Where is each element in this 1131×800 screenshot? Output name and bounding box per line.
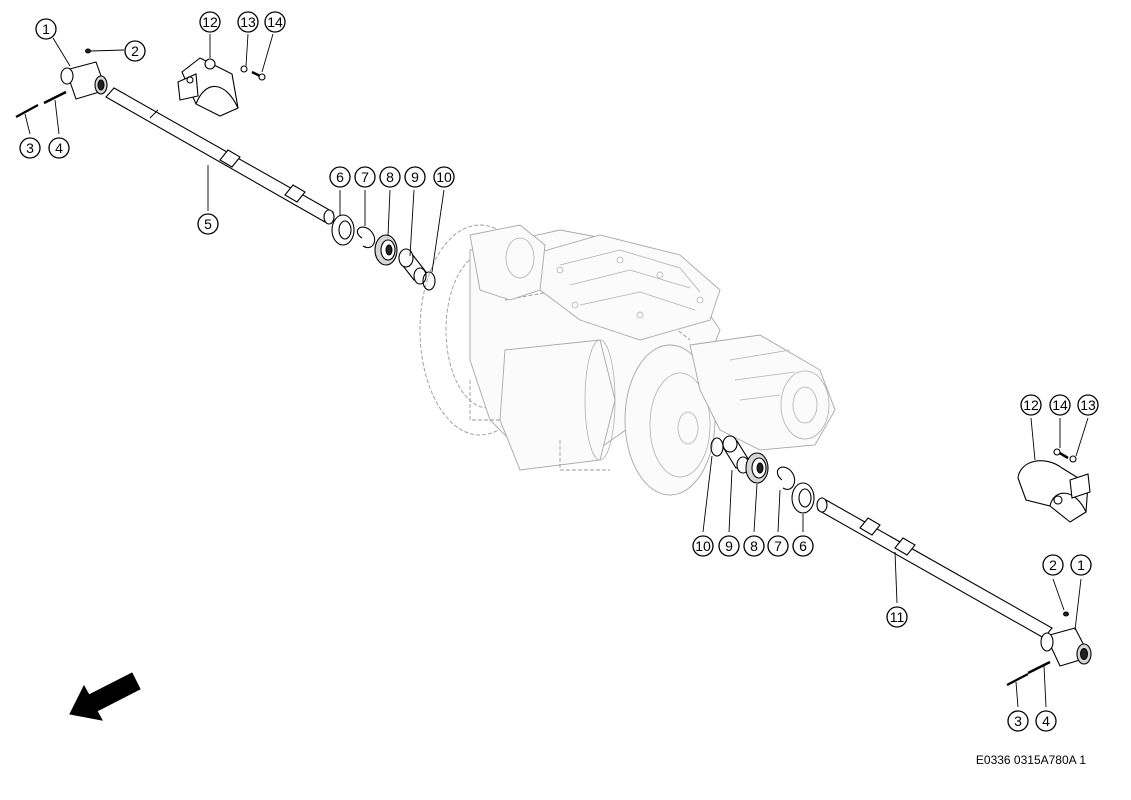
washer-lower — [1069, 455, 1077, 463]
drive-shaft-upper — [105, 87, 335, 225]
callout-14-upper: 14 — [264, 11, 286, 33]
callout-8-lower: 8 — [743, 535, 765, 557]
svg-text:12: 12 — [1023, 397, 1039, 413]
ghost-gearbox-assembly — [419, 224, 836, 496]
washer-upper — [240, 65, 248, 73]
cover-bracket-lower — [1017, 460, 1091, 523]
grease-nipple-lower — [1063, 611, 1069, 617]
svg-text:2: 2 — [1049, 557, 1057, 573]
document-reference: E0336 0315A780A 1 — [975, 753, 1086, 767]
callout-6-lower: 6 — [792, 535, 814, 557]
callout-2-upper: 2 — [124, 40, 146, 62]
svg-text:6: 6 — [336, 169, 344, 185]
callout-5: 5 — [197, 213, 219, 235]
svg-text:8: 8 — [750, 538, 758, 554]
bushing-upper — [398, 248, 427, 285]
drive-shaft-lower — [816, 497, 1053, 639]
screw-upper — [251, 70, 266, 81]
callout-10-upper: 10 — [433, 166, 455, 188]
callout-10-lower: 10 — [692, 535, 714, 557]
svg-text:10: 10 — [695, 538, 711, 554]
pin-4-lower — [1027, 660, 1051, 675]
direction-arrow-icon — [69, 672, 141, 721]
svg-text:2: 2 — [131, 43, 139, 59]
callout-4-lower: 4 — [1035, 710, 1057, 732]
svg-text:4: 4 — [1042, 713, 1050, 729]
svg-text:4: 4 — [55, 140, 63, 156]
pin-3-lower — [1006, 673, 1029, 686]
screw-lower — [1053, 448, 1069, 460]
svg-text:3: 3 — [1014, 713, 1022, 729]
svg-text:9: 9 — [411, 169, 419, 185]
circlip-upper — [356, 226, 376, 248]
callout-3-lower: 3 — [1007, 710, 1029, 732]
svg-text:14: 14 — [1052, 397, 1068, 413]
callout-12-lower: 12 — [1020, 394, 1042, 416]
callout-11: 11 — [886, 606, 908, 628]
callout-9-lower: 9 — [718, 535, 740, 557]
callout-13-upper: 13 — [237, 11, 259, 33]
callout-7-upper: 7 — [354, 166, 376, 188]
svg-text:9: 9 — [725, 538, 733, 554]
svg-text:8: 8 — [386, 169, 394, 185]
svg-text:5: 5 — [204, 216, 212, 232]
callout-2-lower: 2 — [1042, 554, 1064, 576]
callout-3-upper: 3 — [19, 137, 41, 159]
svg-text:11: 11 — [890, 609, 905, 625]
callout-6-upper: 6 — [329, 166, 351, 188]
o-ring-lower — [710, 437, 724, 457]
svg-text:1: 1 — [42, 21, 50, 37]
cover-bracket-upper — [177, 57, 239, 117]
callout-9-upper: 9 — [404, 166, 426, 188]
callout-8-upper: 8 — [379, 166, 401, 188]
svg-text:7: 7 — [361, 169, 369, 185]
o-ring-upper — [422, 271, 436, 291]
svg-text:14: 14 — [267, 14, 283, 30]
callout-1-upper: 1 — [35, 18, 57, 40]
seal-ring-lower — [791, 482, 815, 514]
svg-text:10: 10 — [436, 169, 452, 185]
grease-nipple-upper — [85, 48, 91, 54]
pin-4-upper — [43, 90, 67, 105]
bearing-lower — [745, 452, 769, 484]
callout-4-upper: 4 — [48, 137, 70, 159]
bearing-upper — [374, 234, 398, 266]
callout-14-lower: 14 — [1049, 394, 1071, 416]
svg-text:13: 13 — [240, 14, 256, 30]
callout-1-lower: 1 — [1070, 554, 1092, 576]
svg-text:13: 13 — [1080, 397, 1096, 413]
leader-lines — [24, 33, 1089, 708]
svg-text:1: 1 — [1077, 557, 1085, 573]
coupling-sleeve-lower — [1040, 627, 1092, 667]
seal-ring-upper — [331, 214, 355, 246]
callout-7-lower: 7 — [767, 535, 789, 557]
svg-text:3: 3 — [26, 140, 34, 156]
pin-3-upper — [15, 104, 39, 118]
svg-text:7: 7 — [774, 538, 782, 554]
callout-12-upper: 12 — [199, 11, 221, 33]
svg-text:12: 12 — [202, 14, 218, 30]
circlip-lower — [776, 466, 796, 490]
svg-text:6: 6 — [799, 538, 807, 554]
coupling-sleeve-upper — [60, 61, 108, 100]
callout-13-lower: 13 — [1077, 394, 1099, 416]
